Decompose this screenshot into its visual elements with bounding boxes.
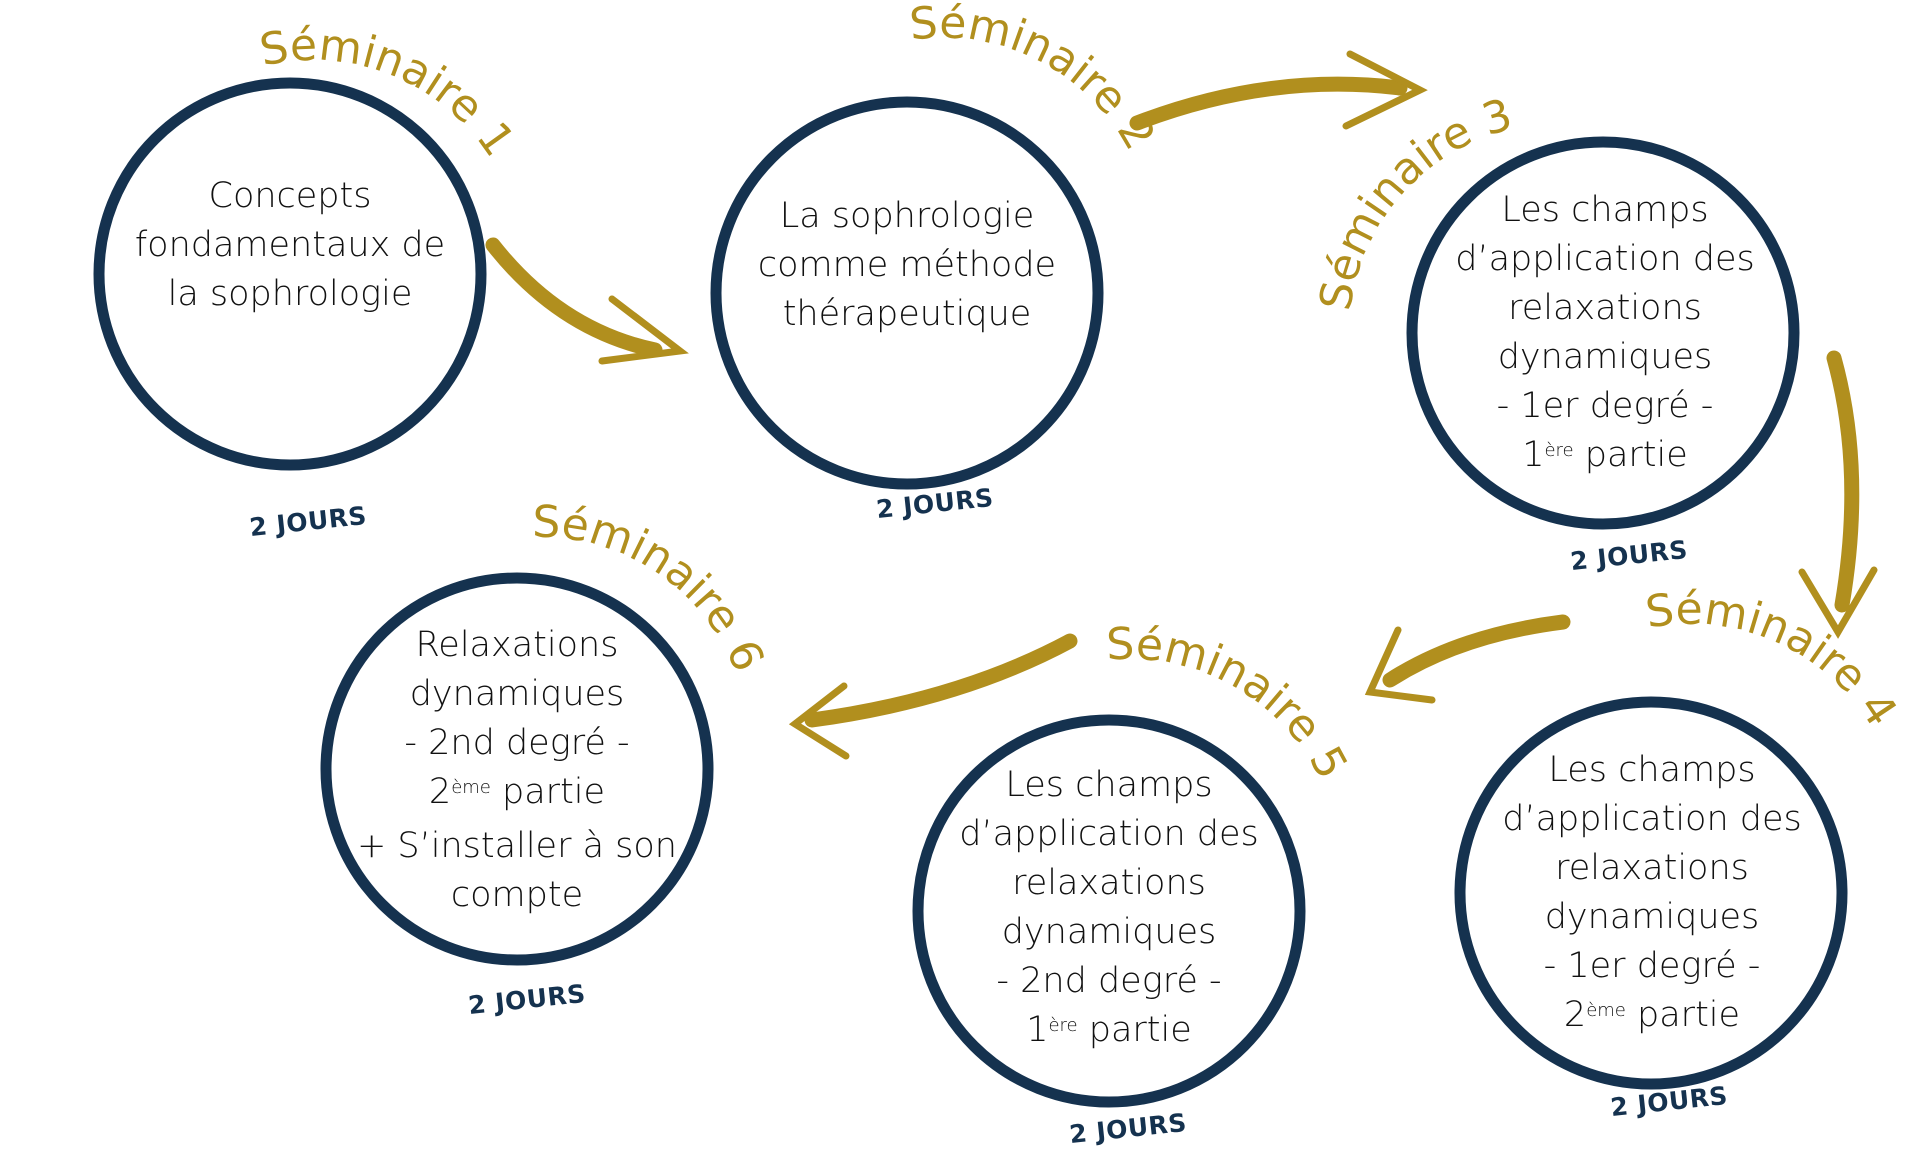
seminar-6-line: Relaxations [415,624,619,665]
seminar-5-line: relaxations [1012,862,1206,903]
seminar-6-content: Relaxations dynamiques - 2nd degré - 2èm… [337,590,697,950]
seminar-3-line: Les champs [1501,189,1709,230]
seminar-3-duration: 2 JOURS [1569,535,1689,576]
seminar-3-line: relaxations [1508,287,1702,328]
seminar-5-line: dynamiques [1001,911,1217,952]
seminar-5-content: Les champs d’application des relaxations… [929,730,1289,1090]
seminar-3-line: - 1er degré - [1496,385,1714,426]
seminar-2-label: Séminaire 2 [907,0,1165,158]
seminar-6-line: - 2nd degré - [404,722,630,763]
seminar-4-line: d’application des [1502,798,1802,839]
seminar-5-line: d’application des [959,813,1259,854]
seminar-1-line: la sophrologie [167,273,413,314]
seminar-2-line: comme méthode [757,244,1057,285]
seminar-2-content: La sophrologie comme méthode thérapeutiq… [727,140,1087,390]
arrow-4-to-5 [1364,614,1571,704]
seminar-2-line: thérapeutique [782,293,1032,334]
arrow-3-to-4 [1798,350,1878,639]
seminar-5-part-line: 1ère partie [1026,1009,1192,1050]
seminar-6-line: compte [450,874,584,915]
seminar-4-line: relaxations [1555,847,1749,888]
seminar-1-circle [93,77,487,471]
seminar-6-circle [320,572,714,966]
arrow-1-to-2 [485,237,689,365]
seminar-6-duration: 2 JOURS [467,979,587,1020]
seminar-2-circle [710,96,1104,490]
seminar-3-circle [1406,136,1800,530]
seminar-3-line: dynamiques [1497,336,1713,377]
seminar-5-line: Les champs [1005,764,1213,805]
seminar-4-label: Séminaire 4 [1643,584,1907,736]
seminar-6-line: dynamiques [409,673,625,714]
seminar-5-duration: 2 JOURS [1068,1108,1188,1149]
seminar-4-line: - 1er degré - [1543,945,1761,986]
seminar-1-duration: 2 JOURS [248,501,368,542]
seminar-3-part-line: 1ère partie [1522,434,1688,475]
seminar-6-part-line: 2ème partie [428,771,606,812]
seminar-4-line: Les champs [1548,749,1756,790]
arrow-5-to-6 [788,633,1078,760]
seminar-4-circle [1454,696,1848,1090]
seminar-3-line: d’application des [1455,238,1755,279]
seminar-4-content: Les champs d’application des relaxations… [1472,715,1832,1075]
arrow-2-to-3 [1129,50,1428,131]
seminar-1-content: Concepts fondamentaux de la sophrologie [110,120,470,370]
seminar-4-line: dynamiques [1544,896,1760,937]
seminar-6-line: + S’installer à son [356,825,677,866]
seminar-2-duration: 2 JOURS [875,483,995,524]
seminar-3-content: Les champs d’application des relaxations… [1425,155,1785,515]
seminar-5-circle [912,714,1306,1108]
seminar-1-line: fondamentaux de [134,224,446,265]
seminar-5-line: - 2nd degré - [996,960,1222,1001]
seminar-1-line: Concepts [208,175,372,216]
seminar-2-line: La sophrologie [779,195,1035,236]
seminar-4-part-line: 2ème partie [1563,994,1741,1035]
